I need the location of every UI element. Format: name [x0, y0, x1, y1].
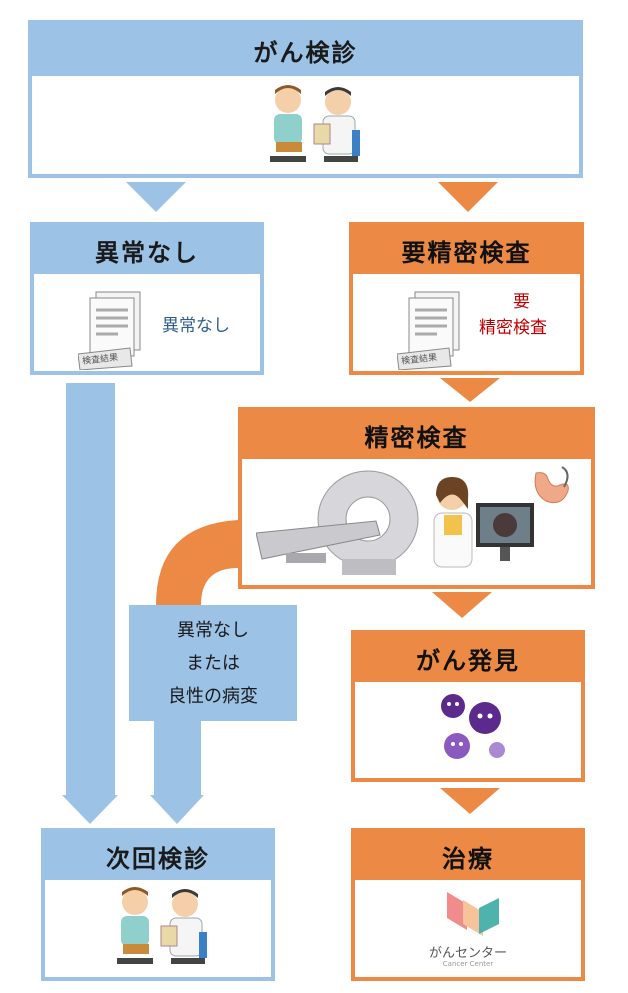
- benign-note-line3: 良性の病変: [168, 685, 258, 707]
- box-title: がん検診: [32, 24, 579, 76]
- needs-exam-note-line1: 要: [513, 292, 530, 312]
- benign-note-line2: または: [186, 652, 240, 674]
- box-title: 異常なし: [34, 226, 260, 274]
- box-checkup: がん検診: [28, 20, 583, 178]
- arrow-to-treatment: [440, 788, 500, 814]
- box-title: がん発見: [355, 634, 581, 682]
- box-no-abnormality: 異常なし 検査結果 異常なし: [30, 222, 264, 375]
- curve-to-benign: [156, 520, 238, 605]
- box-title: 要精密検査: [353, 226, 580, 274]
- cancer-cells-icon: [441, 694, 505, 759]
- box-treatment: 治療 がんセンター Cancer Center: [351, 828, 585, 981]
- box-next-checkup: 次回検診: [41, 828, 275, 981]
- arrow-left-to-next: [62, 795, 118, 824]
- arrow-mid-to-next: [150, 795, 204, 824]
- box-title: 次回検診: [45, 832, 271, 880]
- no-abnormality-note: 異常なし: [162, 316, 230, 336]
- result-sheet-icon: [78, 291, 141, 370]
- cancer-center-logo-sub: Cancer Center: [442, 960, 494, 968]
- box-title: 治療: [355, 832, 581, 880]
- arrow-to-cancer-found: [432, 592, 492, 618]
- arrow-to-needs-exam: [438, 182, 498, 212]
- needs-exam-note-line2: 精密検査: [479, 318, 547, 338]
- box-detailed-exam: 精密検査: [238, 407, 595, 589]
- ct-scanner-illustration: [256, 470, 419, 575]
- doctor-endoscope-illustration: [433, 477, 534, 568]
- cancer-center-logo-icon: [447, 892, 499, 936]
- doctor-patient-illustration: [270, 85, 360, 162]
- arrow-to-no-abnormality: [126, 182, 186, 212]
- doctor-patient-illustration: [117, 887, 207, 964]
- box-cancer-found: がん発見: [351, 630, 585, 782]
- result-sheet-icon: [397, 291, 460, 370]
- arrow-to-detailed-exam: [440, 378, 500, 402]
- cancer-center-logo-name: がんセンター: [428, 946, 507, 961]
- stomach-icon: [534, 466, 569, 504]
- benign-note-box: 異常なし または 良性の病変: [129, 605, 297, 721]
- benign-note-line1: 異常なし: [177, 619, 249, 641]
- box-needs-exam: 要精密検査 検査結果 要 精密検査: [349, 222, 584, 375]
- bar-no-abnormality-down: [66, 383, 115, 795]
- box-title: 精密検査: [242, 411, 591, 459]
- bar-benign-down: [154, 721, 201, 795]
